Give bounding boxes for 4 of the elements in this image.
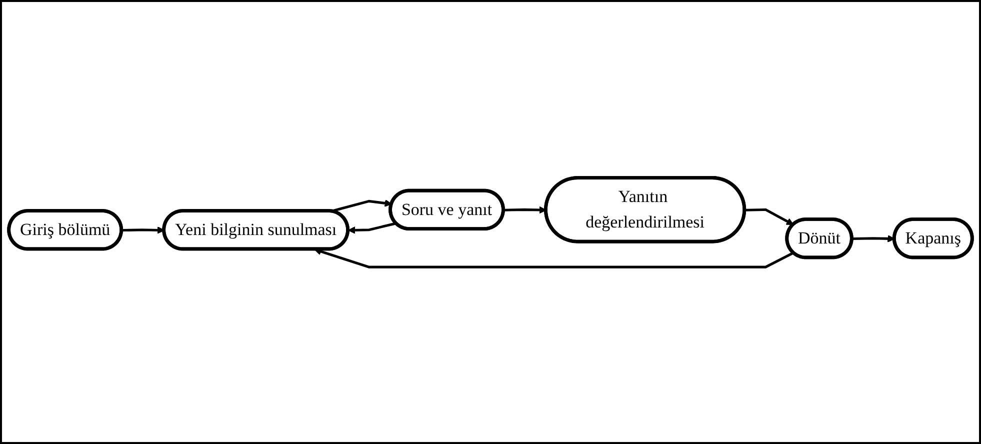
arrow: [348, 222, 396, 234]
arrow: [504, 206, 546, 214]
arrow: [852, 234, 895, 242]
arrow: [744, 208, 794, 225]
